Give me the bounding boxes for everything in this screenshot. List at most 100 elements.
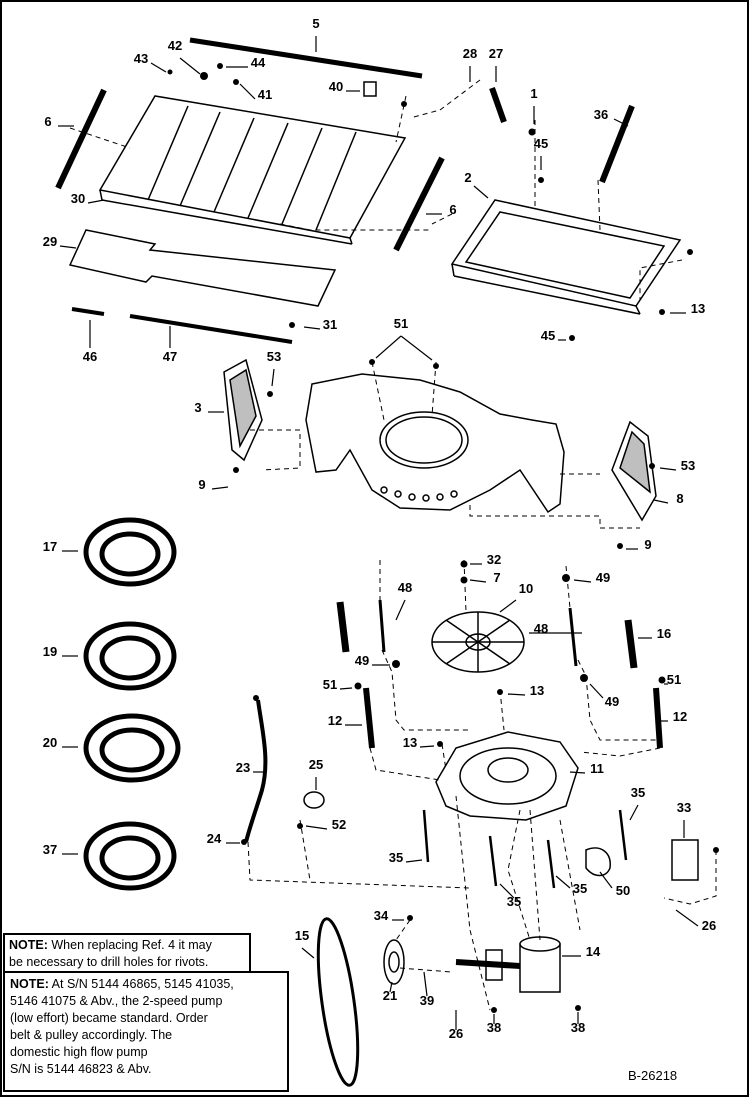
part-pin-left-upper — [336, 601, 350, 653]
callout-34: 34 — [374, 908, 389, 923]
callout-35: 35 — [573, 881, 587, 896]
part-hose-23 — [244, 699, 268, 843]
callout-37: 37 — [43, 842, 57, 857]
part-housing — [305, 373, 565, 514]
part-grille-8 — [611, 420, 657, 522]
callout-17: 17 — [43, 539, 57, 554]
leader-lines — [58, 36, 699, 1030]
callout-14: 14 — [586, 944, 601, 959]
note-1-line-2: be necessary to drill holes for rivots. — [9, 955, 209, 969]
note-2-line-6: S/N is 5144 46823 & Abv. — [10, 1062, 152, 1076]
callout-3: 3 — [194, 400, 201, 415]
callout-43: 43 — [134, 51, 148, 66]
callout-51: 51 — [394, 316, 408, 331]
note-1-heading: NOTE: — [9, 938, 48, 952]
callout-25: 25 — [309, 757, 323, 772]
callout-47: 47 — [163, 349, 177, 364]
part-pin-48-left — [378, 599, 386, 653]
callout-41: 41 — [258, 87, 272, 102]
callout-2: 2 — [464, 170, 471, 185]
callout-33: 33 — [677, 800, 691, 815]
part-pump-14 — [455, 936, 561, 993]
callout-49: 49 — [605, 694, 619, 709]
callout-53: 53 — [267, 349, 281, 364]
part-frame-2 — [450, 199, 682, 315]
callout-49: 49 — [355, 653, 369, 668]
part-scroll-housing-11 — [435, 731, 579, 821]
callout-13: 13 — [691, 301, 705, 316]
callout-36: 36 — [594, 107, 608, 122]
part-rod-6-right — [393, 156, 445, 252]
hardware-fasteners — [167, 63, 719, 1013]
callout-19: 19 — [43, 644, 57, 659]
assembly-guide-lines — [69, 79, 717, 1011]
part-hose-coil-20 — [83, 713, 181, 783]
callout-49: 49 — [596, 570, 610, 585]
callout-11: 11 — [590, 761, 604, 776]
part-hose-coil-19 — [83, 621, 177, 691]
callout-35: 35 — [389, 850, 403, 865]
callout-7: 7 — [493, 570, 500, 585]
note-2-line-3: (low effort) became standard. Order — [10, 1011, 208, 1025]
part-bolt-35-d — [618, 809, 628, 861]
part-pad-50 — [585, 847, 611, 877]
callout-28: 28 — [463, 46, 477, 61]
part-pulley-21 — [383, 939, 405, 985]
part-bracket-40 — [363, 81, 377, 97]
callout-32: 32 — [487, 552, 501, 567]
callout-20: 20 — [43, 735, 57, 750]
part-pin-27 — [489, 87, 507, 123]
callout-48: 48 — [534, 621, 548, 636]
callout-23: 23 — [236, 760, 250, 775]
figure-id: B-26218 — [628, 1068, 678, 1083]
part-grate-30 — [98, 95, 407, 245]
part-hose-coil-37 — [83, 821, 177, 891]
part-bolt-35-a — [422, 809, 430, 863]
callout-45: 45 — [541, 328, 555, 343]
callout-39: 39 — [420, 993, 434, 1008]
part-grille-3 — [223, 358, 263, 462]
note-2-line-5: domestic high flow pump — [10, 1045, 148, 1059]
callout-31: 31 — [323, 317, 337, 332]
part-rod-47 — [129, 314, 293, 344]
callout-44: 44 — [251, 55, 266, 70]
note-rivets: NOTE: When replacing Ref. 4 it may be ne… — [3, 933, 251, 973]
part-pin-12-right — [653, 687, 663, 749]
callout-30: 30 — [71, 191, 85, 206]
callout-48: 48 — [398, 580, 412, 595]
callout-1: 1 — [530, 86, 537, 101]
callout-12: 12 — [328, 713, 342, 728]
callout-38: 38 — [571, 1020, 585, 1035]
callout-8: 8 — [676, 491, 683, 506]
part-pin-12-left — [363, 687, 375, 749]
callout-9: 9 — [198, 477, 205, 492]
callout-53: 53 — [681, 458, 695, 473]
callout-26: 26 — [449, 1026, 463, 1041]
callout-50: 50 — [616, 883, 630, 898]
note-2-line-2: 5146 41075 & Abv., the 2-speed pump — [10, 994, 223, 1008]
callout-9: 9 — [644, 537, 651, 552]
callout-10: 10 — [519, 581, 533, 596]
callout-40: 40 — [329, 79, 343, 94]
note-2-line-1: At S/N 5144 46865, 5145 41035, — [48, 977, 234, 991]
part-pin-16 — [624, 619, 638, 669]
note-2-line-4: belt & pulley accordingly. The — [10, 1028, 173, 1042]
part-rod-6-left — [55, 88, 107, 190]
callout-12: 12 — [673, 709, 687, 724]
part-plate-29 — [68, 229, 337, 307]
part-bolt-35-c — [546, 839, 556, 889]
part-rod-36 — [599, 104, 635, 184]
callout-52: 52 — [332, 817, 346, 832]
note-2-heading: NOTE: — [10, 977, 49, 991]
callout-24: 24 — [207, 831, 222, 846]
callout-26: 26 — [702, 918, 716, 933]
callout-6: 6 — [44, 114, 51, 129]
callout-45: 45 — [534, 136, 548, 151]
part-pin-48-right — [568, 607, 578, 667]
part-fan-10 — [431, 611, 525, 673]
callout-51: 51 — [667, 672, 681, 687]
callout-21: 21 — [383, 988, 397, 1003]
callout-27: 27 — [489, 46, 503, 61]
